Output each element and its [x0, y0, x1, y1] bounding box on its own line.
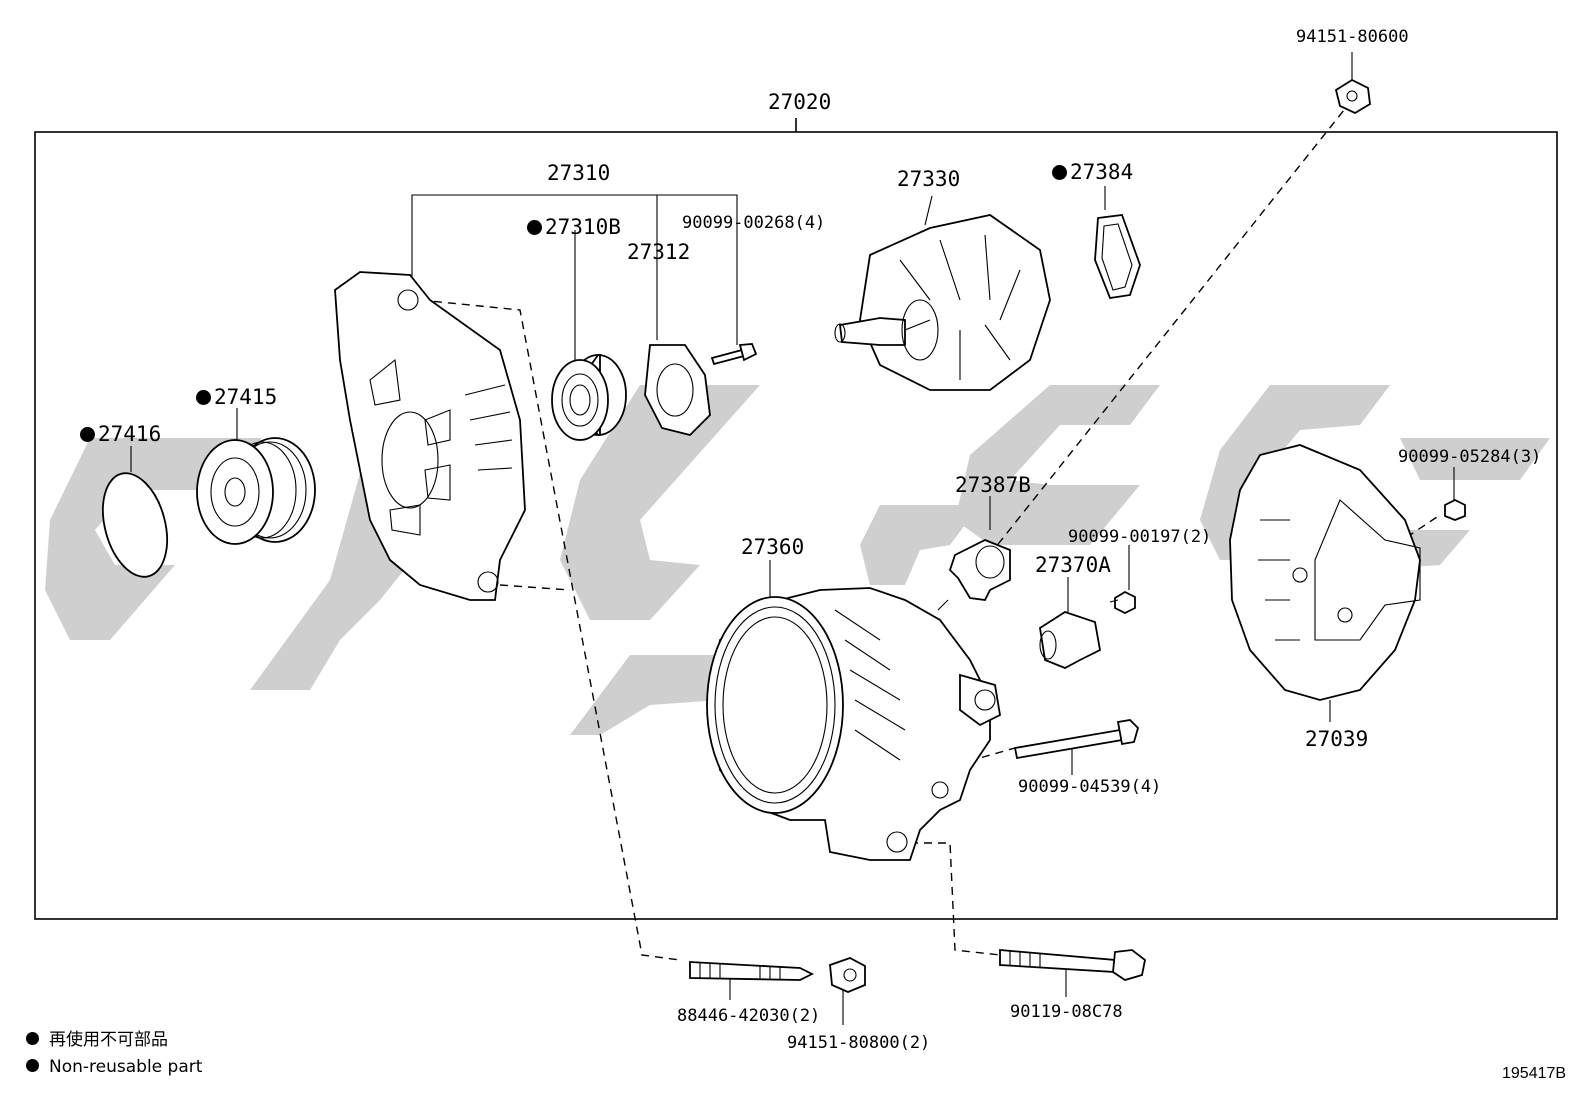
plate-27312	[644, 344, 711, 436]
non-reusable-dot	[527, 220, 542, 235]
legend-ja: 再使用不可部品	[26, 1029, 168, 1051]
cover-27039	[1229, 444, 1421, 701]
rotor-27330	[834, 214, 1051, 391]
part-label-27387B: 27387B	[955, 473, 1031, 497]
legend-text-ja: 再使用不可部品	[49, 1030, 168, 1050]
part-label-27310: 27310	[547, 161, 611, 185]
nut-90099-05284	[1444, 498, 1466, 521]
gasket-27384	[1094, 214, 1141, 299]
part-label-88446-42030: 88446-42030(2)	[677, 1006, 821, 1026]
non-reusable-dot	[196, 390, 211, 405]
non-reusable-dot	[1052, 165, 1067, 180]
nut-94151-80600	[1334, 78, 1371, 115]
watermark-logo	[45, 385, 1550, 735]
part-label-27039: 27039	[1305, 727, 1369, 751]
bolt-90099-04539	[1013, 719, 1140, 760]
legend-text-en: Non-reusable part	[49, 1057, 203, 1077]
part-label-27330: 27330	[897, 167, 961, 191]
frame-27310	[334, 271, 526, 601]
part-label-27415: 27415	[196, 385, 277, 409]
cover-27416	[102, 472, 168, 578]
non-reusable-dot	[80, 427, 95, 442]
assembly-label: 27020	[768, 90, 832, 114]
connector-27370A	[1039, 611, 1102, 669]
legend-dot	[26, 1032, 39, 1045]
part-label-94151-80800: 94151-80800(2)	[787, 1033, 931, 1053]
part-label-27384: 27384	[1052, 160, 1133, 184]
part-label-27310B: 27310B	[527, 215, 621, 239]
part-label-90099-00197: 90099-00197(2)	[1068, 527, 1212, 547]
dashed-lines	[419, 99, 1441, 961]
legend-en: Non-reusable part	[26, 1056, 202, 1078]
part-label-27360: 27360	[741, 535, 805, 559]
pulley-27415	[196, 437, 316, 545]
part-label-94151-80600: 94151-80600	[1296, 27, 1409, 47]
part-label-27416: 27416	[80, 422, 161, 446]
part-label-90099-05284: 90099-05284(3)	[1398, 447, 1542, 467]
nut-94151-80800	[829, 957, 866, 993]
legend-dot	[26, 1059, 39, 1072]
stud-88446-42030	[689, 961, 815, 981]
holder-27387B	[948, 539, 1011, 601]
stator-27360	[706, 587, 1001, 861]
figure-number: 195417B	[1502, 1065, 1567, 1082]
leader-lines	[130, 52, 1455, 1025]
part-label-90119-08C78: 90119-08C78	[1010, 1002, 1123, 1022]
part-label-27312: 27312	[627, 240, 691, 264]
part-label-90099-00268: 90099-00268(4)	[682, 213, 826, 233]
screw-90099-00197	[1109, 590, 1136, 615]
bearing-27310B	[551, 354, 627, 441]
bolt-90119-08C78	[999, 949, 1146, 981]
part-label-90099-04539: 90099-04539(4)	[1018, 777, 1162, 797]
part-label-27370A: 27370A	[1035, 553, 1111, 577]
screw-90099-00268	[710, 343, 758, 366]
